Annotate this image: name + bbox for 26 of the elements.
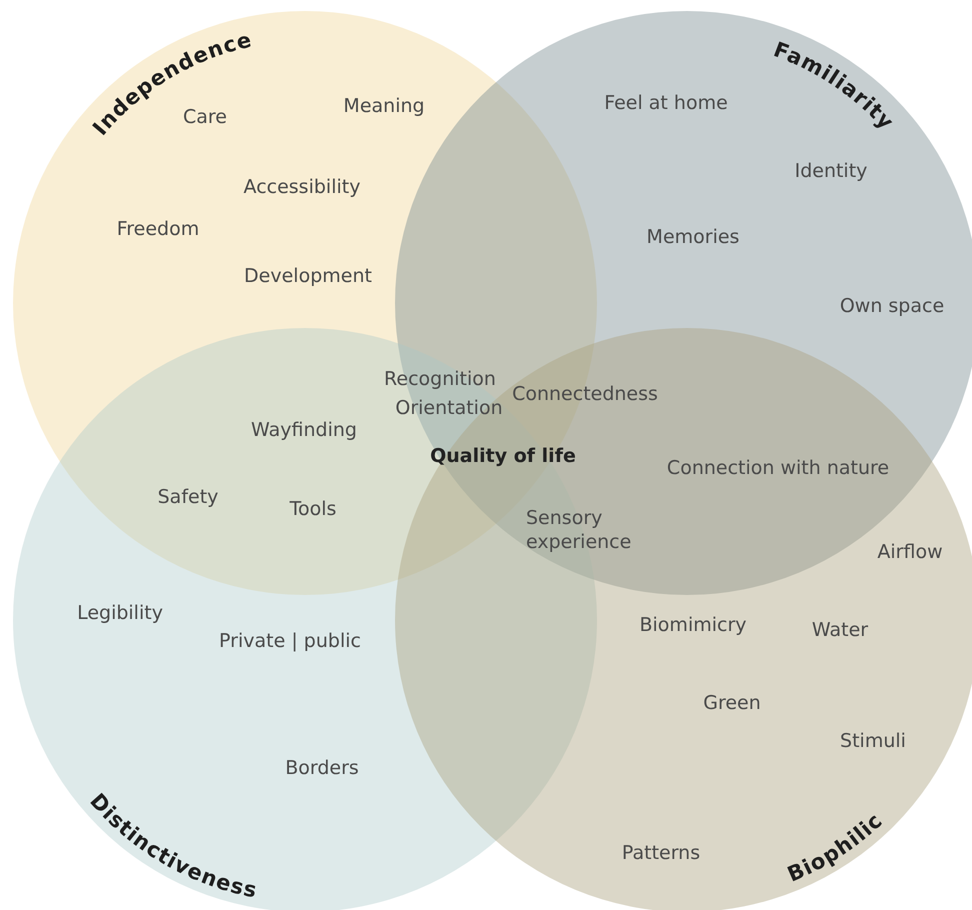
term-label: Connection with nature	[666, 457, 890, 479]
term-label: Tools	[290, 498, 336, 520]
term-label: Water	[812, 619, 868, 641]
term-label: Recognition	[384, 368, 496, 390]
term-label: Memories	[646, 226, 740, 248]
term-label: Biomimicry	[640, 614, 746, 636]
term-label: Meaning	[343, 95, 425, 117]
term-label: Legibility	[77, 602, 163, 624]
term-label: Wayfinding	[251, 419, 357, 441]
term-label: Connectedness	[512, 383, 658, 405]
term-label: Airflow	[877, 541, 943, 563]
term-label: Safety	[158, 486, 218, 508]
center-label: Quality of life	[430, 445, 576, 467]
term-label: Feel at home	[604, 92, 728, 114]
term-label: Development	[244, 265, 372, 287]
term-label: Stimuli	[840, 730, 906, 752]
term-label: Identity	[794, 160, 868, 182]
term-label: Accessibility	[244, 176, 360, 198]
term-label: Own space	[840, 295, 944, 317]
term-label: Private | public	[219, 630, 361, 652]
term-label: Borders	[285, 757, 359, 779]
term-label: Freedom	[116, 218, 200, 240]
term-label: Sensory experience	[526, 506, 632, 554]
term-label: Patterns	[622, 842, 700, 864]
term-label: Orientation	[395, 397, 503, 419]
term-label: Green	[703, 692, 761, 714]
